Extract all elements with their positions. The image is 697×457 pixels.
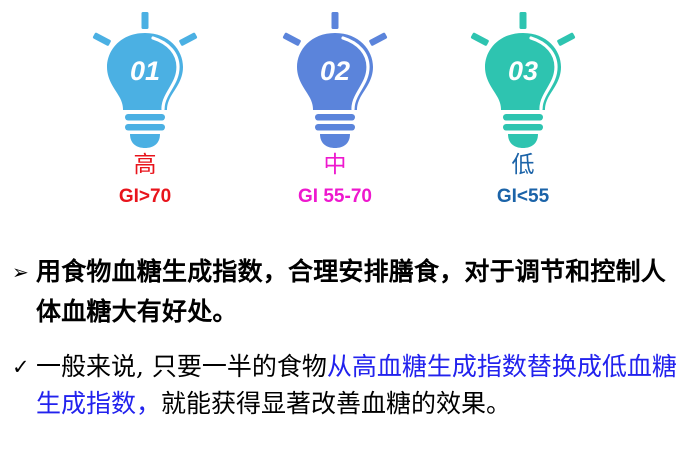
svg-text:02: 02 (320, 56, 350, 86)
gi-level-card-3: 03 低 GI<55 (428, 8, 618, 210)
level-label-3: 低 (511, 152, 535, 178)
lightbulb-icon: 02 (240, 8, 430, 148)
lightbulb-icon: 01 (50, 8, 240, 148)
gi-level-bulbs-row: 01 高 GI>70 02 中 GI 55-70 (50, 8, 618, 210)
body-text-block: ➢ 用食物血糖生成指数，合理安排膳食，对于调节和控制人体血糖大有好处。 ✓ 一般… (0, 238, 697, 422)
svg-text:03: 03 (508, 56, 538, 86)
paragraph-2-part-a: 一般来说, 只要一半的食物 (36, 352, 327, 381)
paragraph-2-text: 一般来说, 只要一半的食物从高血糖生成指数替换成低血糖生成指数，就能获得显著改善… (36, 352, 677, 418)
gi-range-label-1: GI>70 (118, 186, 172, 207)
check-bullet-icon: ✓ (12, 355, 30, 379)
gi-range-label-3: GI<55 (496, 186, 550, 207)
gi-level-card-1: 01 高 GI>70 (50, 8, 240, 210)
level-label-2: 中 (323, 152, 347, 178)
gi-level-card-2: 02 中 GI 55-70 (240, 8, 430, 210)
paragraph-2-highlight: 从高血糖生成指数替换成低血糖生成指数， (36, 352, 677, 418)
paragraph-arrow-bullet: ➢ 用食物血糖生成指数，合理安排膳食，对于调节和控制人体血糖大有好处。 (0, 252, 697, 332)
gi-range-label-2: GI 55-70 (298, 186, 372, 207)
arrow-bullet-icon: ➢ (12, 262, 29, 284)
svg-text:01: 01 (130, 56, 160, 86)
level-label-1: 高 (133, 152, 157, 178)
paragraph-1-text: 用食物血糖生成指数，合理安排膳食，对于调节和控制人体血糖大有好处。 (36, 257, 667, 326)
paragraph-check-bullet: ✓ 一般来说, 只要一半的食物从高血糖生成指数替换成低血糖生成指数，就能获得显著… (0, 348, 697, 422)
lightbulb-icon: 03 (428, 8, 618, 148)
paragraph-2-part-c: 就能获得显著改善血糖的效果。 (161, 389, 512, 418)
